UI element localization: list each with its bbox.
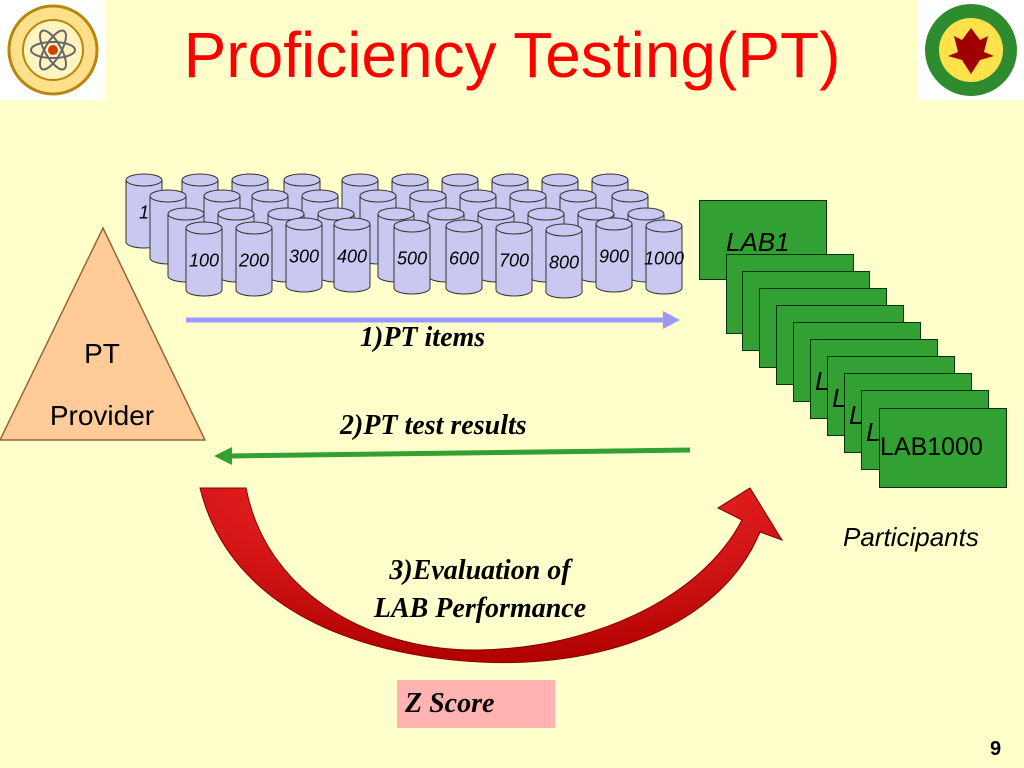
arrow-pt-items xyxy=(186,311,680,329)
cylinder-label: 200 xyxy=(238,250,269,270)
lab-label-partial: L xyxy=(815,366,830,396)
cylinder-front: 300 xyxy=(285,217,323,293)
curved-evaluation-arrow xyxy=(199,487,784,664)
cylinder-label: 500 xyxy=(397,248,427,268)
cylinder-front: 200 xyxy=(235,221,273,297)
ministry-logo xyxy=(0,0,106,100)
step-evaluation-line2: LAB Performance xyxy=(373,593,587,624)
lab-label-partial: L xyxy=(866,417,881,447)
lab-box-last: LAB1000 xyxy=(879,408,1007,488)
cylinder-label: 600 xyxy=(449,248,479,268)
step-pt-results: 2)PT test results xyxy=(340,410,527,441)
cylinder-label: 300 xyxy=(289,246,319,266)
cylinder-front: 400 xyxy=(333,217,371,293)
lab-label-last: LAB1000 xyxy=(880,433,983,461)
page-title: Proficiency Testing(PT) xyxy=(183,19,841,91)
provider-label-pt: PT xyxy=(84,338,120,369)
lab-label-partial: L xyxy=(849,400,864,430)
lab-label-partial: L xyxy=(832,383,847,413)
cylinder-label: 1000 xyxy=(644,248,684,268)
zscore-box: Z Score xyxy=(397,680,555,728)
participants-label: Participants xyxy=(843,522,979,552)
page-number: 9 xyxy=(990,738,1002,760)
cylinder-label: 400 xyxy=(337,246,367,266)
cylinder-front: 900 xyxy=(595,217,633,293)
cylinder-front: 100 xyxy=(185,221,223,297)
cylinder-label: 800 xyxy=(549,252,579,272)
lab-label-first: LAB1 xyxy=(726,227,790,257)
cylinder-front: 500 xyxy=(393,219,431,295)
cylinder-label: 100 xyxy=(189,250,219,270)
cylinder-front: 700 xyxy=(495,221,533,297)
cylinder-front: 800 xyxy=(545,223,583,299)
department-logo xyxy=(918,0,1024,100)
cylinder-label: 1 xyxy=(139,202,149,222)
step-evaluation: 3)Evaluation of LAB Performance xyxy=(330,552,630,628)
arrow-pt-results xyxy=(214,447,691,465)
cylinder-front: 600 xyxy=(445,219,483,295)
provider-label-provider: Provider xyxy=(49,400,155,431)
cylinder-front: 1000 xyxy=(644,219,684,295)
pt-item-cylinders: 1 100 200 300 400 500 600 700 800 900 1000 xyxy=(125,173,684,299)
step-pt-items: 1)PT items xyxy=(360,322,486,353)
cylinder-label: 700 xyxy=(499,250,529,270)
cylinder-label: 900 xyxy=(599,246,629,266)
step-evaluation-line1: 3)Evaluation of xyxy=(389,555,571,586)
provider-triangle xyxy=(0,226,207,441)
